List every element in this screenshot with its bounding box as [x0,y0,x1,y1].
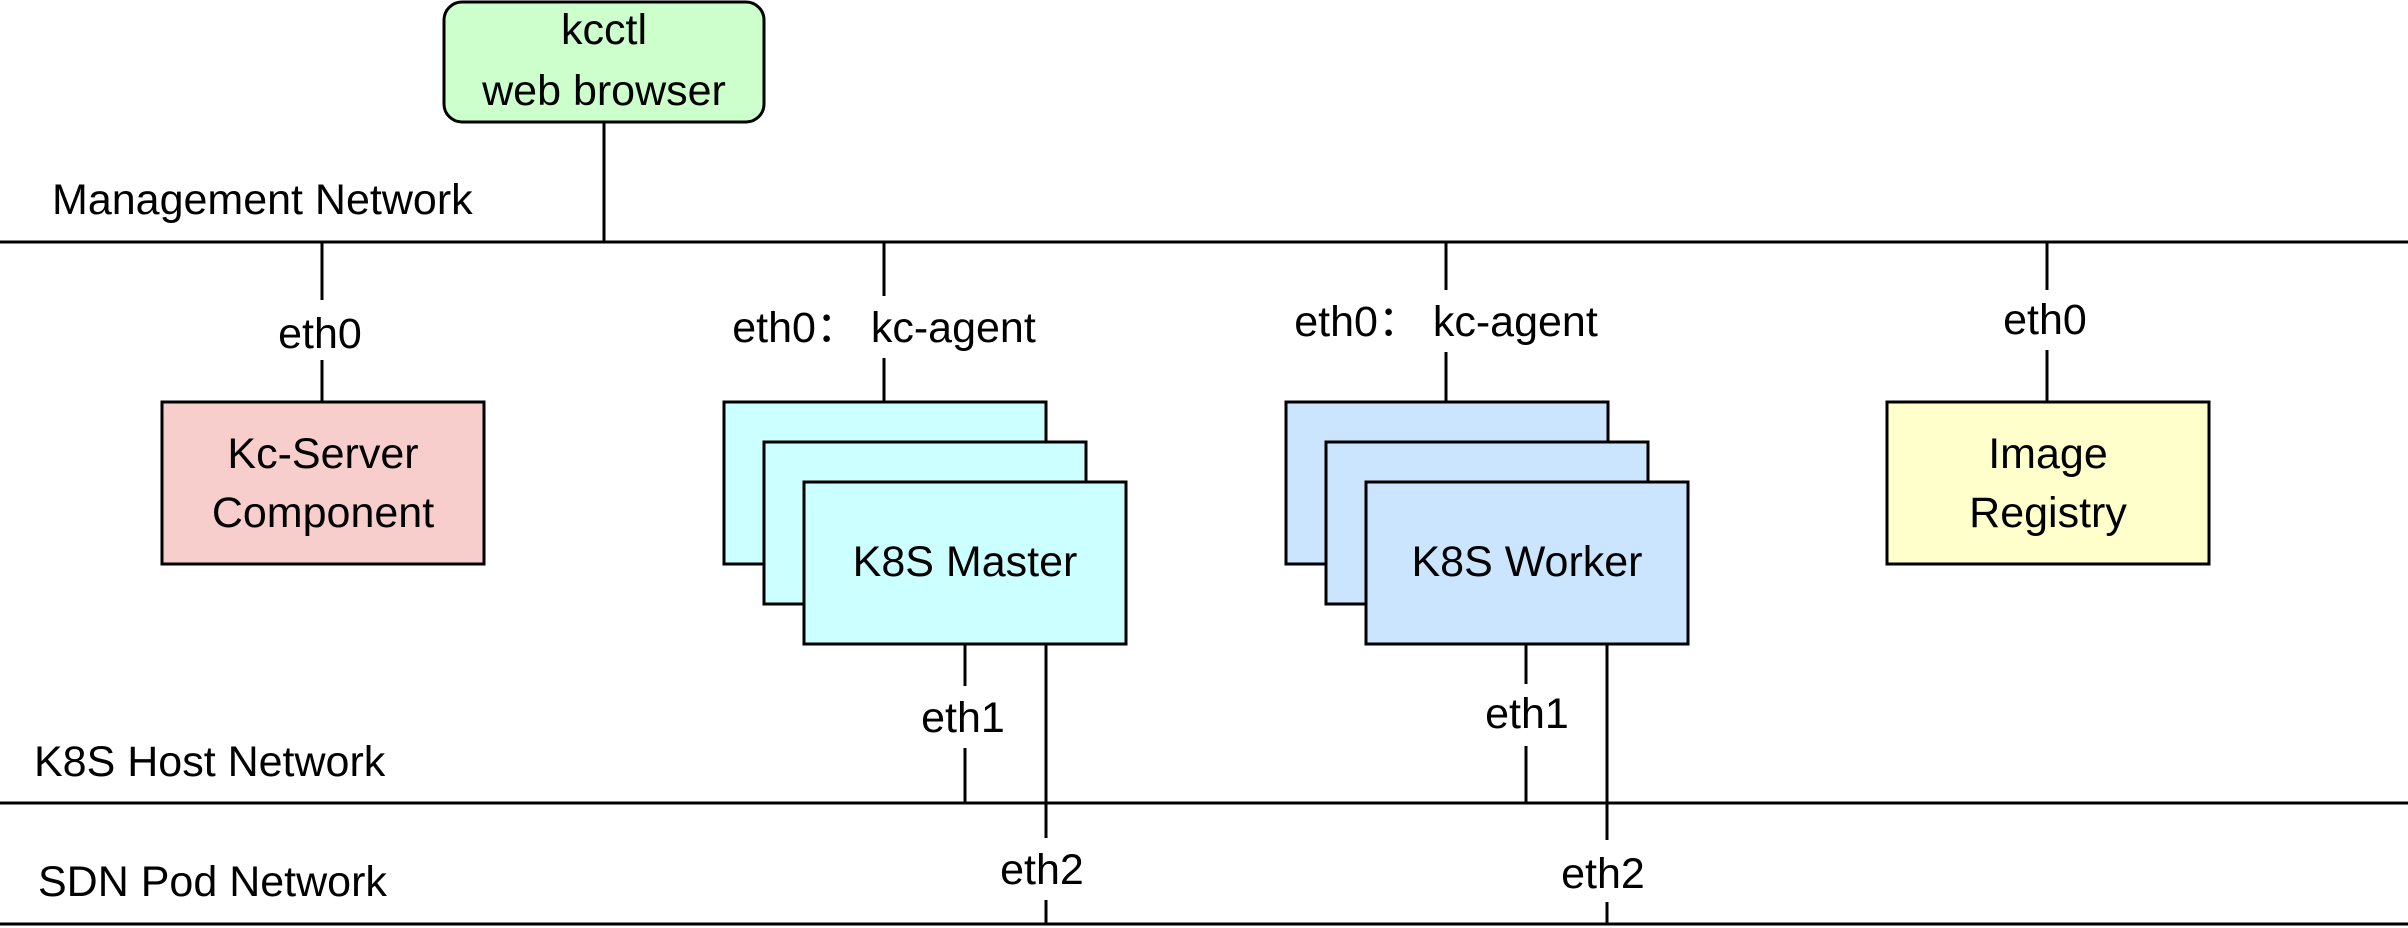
host-network-label: K8S Host Network [34,738,386,786]
master-eth0-label: eth0： kc-agent [732,304,1036,352]
worker-eth0-label: eth0： kc-agent [1294,298,1598,346]
interface-labels: eth0 eth0： kc-agent eth0： kc-agent eth0 … [278,296,2087,898]
registry-label-line2: Registry [1969,489,2127,537]
registry-node: Image Registry [1885,400,2211,566]
master-label: K8S Master [853,538,1078,586]
server-eth0-label: eth0 [278,310,362,358]
master-stack: K8S Master [722,400,1128,646]
registry-box [1885,400,2211,566]
pod-network-label: SDN Pod Network [38,858,387,906]
network-lines [0,240,2408,926]
server-box [160,400,486,566]
master-eth2-label: eth2 [1000,846,1084,894]
network-labels: Management Network K8S Host Network SDN … [34,176,473,906]
worker-box-front [1364,480,1690,646]
client-box [442,0,766,124]
client-label-line2: web browser [481,67,726,115]
master-box-front [802,480,1128,646]
client-node: kcctl web browser [442,0,766,124]
client-label-line1: kcctl [561,6,647,54]
registry-label-line1: Image [1988,430,2108,478]
management-network-label: Management Network [52,176,473,224]
worker-label: K8S Worker [1412,538,1643,586]
master-eth1-label: eth1 [921,694,1005,742]
server-node: Kc-Server Component [160,400,486,566]
registry-eth0-label: eth0 [2003,296,2087,344]
worker-eth2-label: eth2 [1561,850,1645,898]
worker-eth1-label: eth1 [1485,690,1569,738]
server-label-line1: Kc-Server [227,430,418,478]
connector-lines [320,122,2049,924]
worker-stack: K8S Worker [1284,400,1690,646]
server-label-line2: Component [212,489,434,537]
